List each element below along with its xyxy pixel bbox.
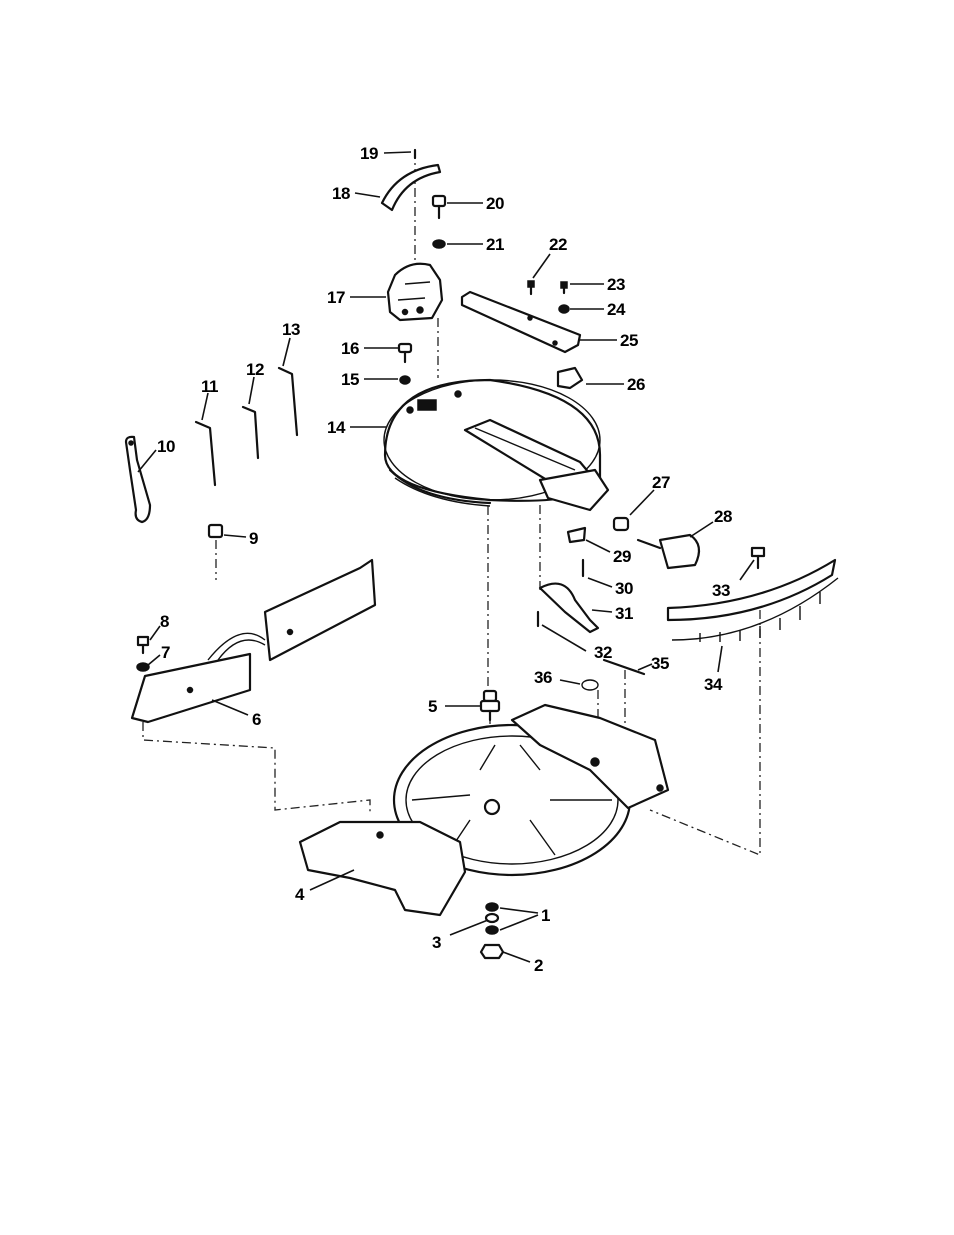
part-28-knob [638,535,699,568]
callout-25: 25 [620,331,638,350]
part-12-hex-key [243,407,258,458]
callout-15: 15 [341,370,359,389]
callout-33: 33 [712,581,730,600]
part-17-support-bracket [388,264,442,320]
callout-11: 11 [201,377,218,396]
part-6-fence [132,560,375,722]
callout-36: 36 [534,668,552,687]
callout-19: 19 [360,144,378,163]
part-34-miter-scale [668,560,838,642]
callout-5: 5 [428,697,437,716]
part-9-nut [209,525,222,537]
part-11-hex-key [196,422,215,485]
callout-28: 28 [714,507,732,526]
part-2-nut [481,945,503,958]
part-8-screw [138,637,148,653]
callout-22: 22 [549,235,567,254]
callout-23: 23 [607,275,625,294]
part-13-hex-key [279,368,297,435]
callout-27: 27 [652,473,670,492]
callout-34: 34 [704,675,723,694]
callout-32: 32 [594,643,612,662]
part-23-screw [561,282,567,293]
part-22-screw [528,281,534,294]
part-20-screw [433,196,445,218]
part-14-turntable [384,380,608,510]
callout-9: 9 [249,529,258,548]
part-4-base [300,705,668,915]
callout-30: 30 [615,579,633,598]
part-21-washer [433,240,445,248]
part-24-washer [559,305,569,313]
part-7-washer [137,663,149,671]
part-26-clip [558,368,582,388]
part-15-washer [400,376,410,384]
callout-4: 4 [295,885,305,904]
part-16-screw [399,344,411,362]
callout-24: 24 [607,300,626,319]
callout-6: 6 [252,710,261,729]
callout-18: 18 [332,184,350,203]
callout-13: 13 [282,320,300,339]
callout-12: 12 [246,360,264,379]
part-31-bracket [540,584,598,632]
callout-8: 8 [160,612,169,631]
callout-16: 16 [341,339,359,358]
callout-35: 35 [651,654,669,673]
part-35-pointer [604,660,644,674]
part-18-curved-guard [382,165,440,210]
callout-3: 3 [432,933,441,952]
callout-20: 20 [486,194,504,213]
part-36-washer [582,680,598,690]
callout-14: 14 [327,418,346,437]
callout-31: 31 [615,604,633,623]
callout-21: 21 [486,235,504,254]
part-33-screw [752,548,764,568]
callout-26: 26 [627,375,645,394]
part-29-clamp [568,528,585,542]
part-27-nut [614,518,628,530]
callout-1: 1 [541,906,550,925]
callout-10: 10 [157,437,175,456]
callout-2: 2 [534,956,543,975]
part-25-table-insert-plate [462,292,580,352]
part-5-pivot-bolt [481,691,499,720]
callout-17: 17 [327,288,345,307]
part-10-wrench [126,437,150,522]
callout-29: 29 [613,547,631,566]
callout-7: 7 [161,643,170,662]
